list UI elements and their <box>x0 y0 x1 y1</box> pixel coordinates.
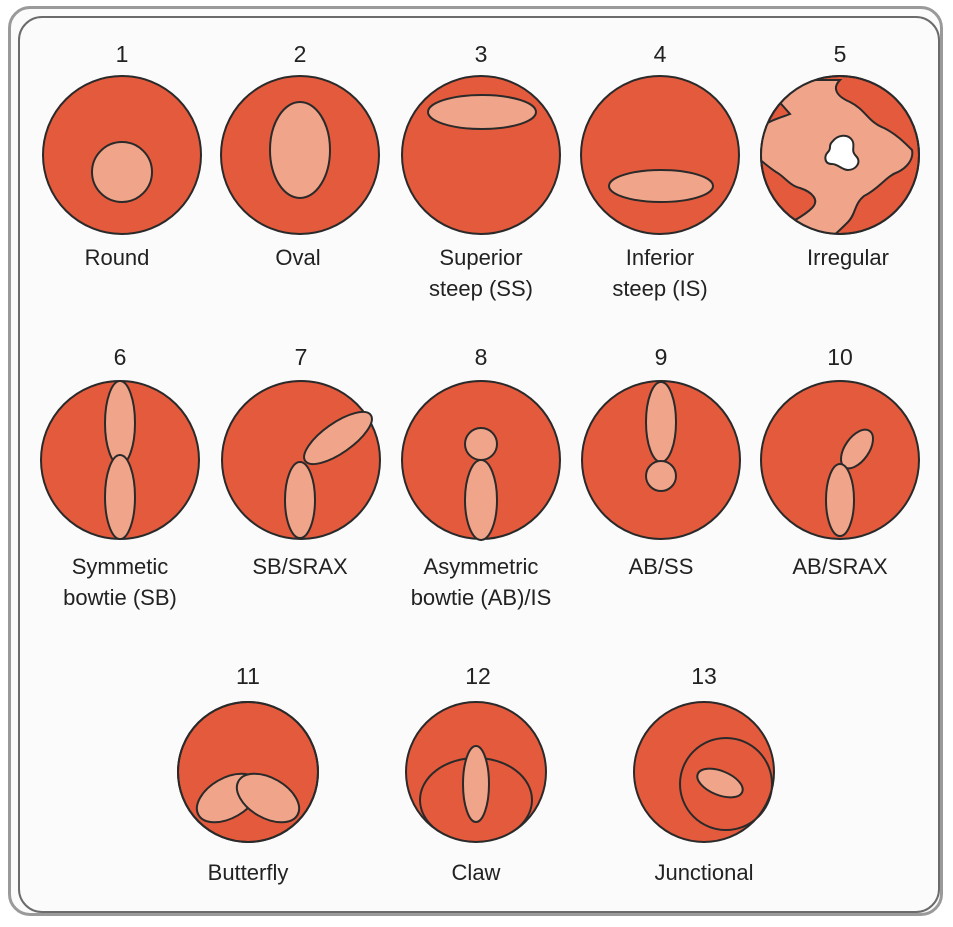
pattern-13-label: Junctional <box>654 860 753 885</box>
pattern-4-inferior-steep: 4 Inferior steep (IS) <box>581 41 739 301</box>
pattern-7-number: 7 <box>295 344 308 370</box>
pattern-2-label: Oval <box>275 245 320 270</box>
pattern-6-lower-lobe <box>105 455 135 539</box>
pattern-10-ab-srax: 10 AB/SRAX <box>761 344 919 579</box>
pattern-3-superior-steep: 3 Superior steep (SS) <box>402 41 560 301</box>
pattern-5-number: 5 <box>834 41 847 67</box>
pattern-13-junctional: 13 Junctional <box>634 663 774 885</box>
pattern-7-lower-lobe <box>285 462 315 538</box>
pattern-1-round-zone <box>92 142 152 202</box>
pattern-4-disc <box>581 76 739 234</box>
pattern-7-sb-srax: 7 SB/SRAX <box>222 344 380 579</box>
pattern-9-ab-ss: 9 AB/SS <box>582 344 740 579</box>
pattern-6-number: 6 <box>114 344 127 370</box>
pattern-12-number: 12 <box>465 663 491 689</box>
pattern-8-lower-lobe <box>465 460 497 540</box>
pattern-4-label-line-1: Inferior <box>626 245 694 270</box>
pattern-9-number: 9 <box>655 344 668 370</box>
pattern-6-label-line-1: Symmetic <box>72 554 169 579</box>
pattern-3-label-line-2: steep (SS) <box>429 276 533 301</box>
pattern-8-label-line-2: bowtie (AB)/IS <box>411 585 552 610</box>
pattern-9-label: AB/SS <box>629 554 694 579</box>
pattern-10-number: 10 <box>827 344 853 370</box>
pattern-6-symmetric-bowtie: 6 Symmetic bowtie (SB) <box>41 344 199 610</box>
pattern-5-irregular: 5 Irregular <box>752 41 919 270</box>
pattern-6-upper-lobe <box>105 381 135 465</box>
pattern-12-central-zone <box>463 746 489 822</box>
pattern-2-number: 2 <box>294 41 307 67</box>
pattern-8-asymmetric-bowtie-is: 8 Asymmetric bowtie (AB)/IS <box>402 344 560 610</box>
pattern-9-lower-lobe <box>646 461 676 491</box>
pattern-11-label: Butterfly <box>208 860 289 885</box>
pattern-1-number: 1 <box>116 41 129 67</box>
pattern-8-upper-lobe <box>465 428 497 460</box>
pattern-3-number: 3 <box>475 41 488 67</box>
pattern-10-lower-lobe <box>826 464 854 536</box>
pattern-5-label: Irregular <box>807 245 889 270</box>
pattern-3-label-line-1: Superior <box>439 245 522 270</box>
pattern-4-inferior-zone <box>609 170 713 202</box>
pattern-2-oval: 2 Oval <box>221 41 379 270</box>
pattern-8-label-line-1: Asymmetric <box>424 554 539 579</box>
pattern-1-round: 1 Round <box>43 41 201 270</box>
pattern-4-number: 4 <box>654 41 667 67</box>
pattern-12-claw: 12 Claw <box>406 663 546 885</box>
pattern-2-oval-zone <box>270 102 330 198</box>
pattern-13-number: 13 <box>691 663 717 689</box>
pattern-12-label: Claw <box>452 860 501 885</box>
pattern-9-upper-lobe <box>646 382 676 462</box>
pattern-7-label: SB/SRAX <box>252 554 348 579</box>
pattern-6-label-line-2: bowtie (SB) <box>63 585 177 610</box>
pattern-8-number: 8 <box>475 344 488 370</box>
pattern-10-label: AB/SRAX <box>792 554 888 579</box>
pattern-4-label-line-2: steep (IS) <box>612 276 707 301</box>
pattern-3-superior-zone <box>428 95 536 129</box>
pattern-11-number: 11 <box>236 663 260 689</box>
pattern-1-label: Round <box>85 245 150 270</box>
pattern-11-butterfly: 11 Butterfly <box>178 663 318 885</box>
